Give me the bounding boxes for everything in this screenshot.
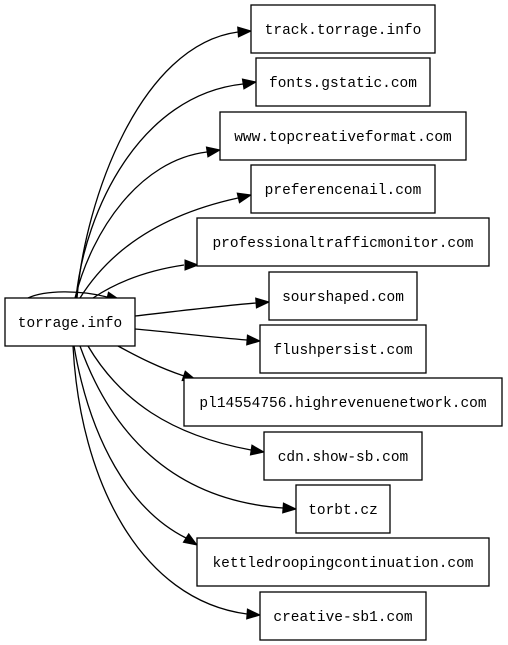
node-box: [259, 324, 427, 374]
node-topcreative: www.topcreativeformat.com: [219, 111, 467, 161]
node-box: [263, 431, 423, 481]
node-label: creative-sb1.com: [273, 610, 412, 626]
node-box: [250, 4, 436, 54]
node-label: preferencenail.com: [265, 183, 422, 199]
graph-nodes: torrage.info track.torrage.info fonts.gsta…: [4, 4, 503, 641]
node-label: torrage.info: [18, 316, 122, 332]
arrowhead-icon: [246, 608, 262, 620]
arrowhead-icon: [249, 444, 266, 456]
edge-line: [73, 345, 187, 539]
node-highrevenue: pl14554756.highrevenuenetwork.com: [183, 377, 503, 427]
node-label: kettledroopingcontinuation.com: [212, 556, 473, 572]
node-torbt: torbt.cz: [295, 484, 391, 534]
node-label: professionaltrafficmonitor.com: [212, 236, 473, 252]
node-box: [259, 591, 427, 641]
node-fonts: fonts.gstatic.com: [255, 57, 431, 107]
edge-highrevenue: [117, 345, 198, 382]
edge-creativesb1: [72, 345, 262, 620]
edge-line: [134, 302, 257, 317]
node-box: [295, 484, 391, 534]
node-label: www.topcreativeformat.com: [234, 130, 452, 146]
arrowhead-icon: [282, 502, 298, 514]
edge-ptm: [92, 259, 200, 299]
node-box: [196, 537, 490, 587]
edge-fonts: [75, 78, 258, 299]
node-track: track.torrage.info: [250, 4, 436, 54]
arrowhead-icon: [255, 297, 271, 309]
edge-preferencenail: [79, 192, 253, 299]
node-showsb: cdn.show-sb.com: [263, 431, 423, 481]
arrowhead-icon: [205, 146, 222, 158]
edge-line: [134, 328, 248, 341]
edge-showsb: [87, 345, 266, 456]
node-label: pl14554756.highrevenuenetwork.com: [199, 396, 486, 412]
arrowhead-icon: [237, 26, 253, 38]
node-box: [268, 271, 418, 321]
node-preferencenail: preferencenail.com: [250, 164, 436, 214]
edge-line: [117, 345, 185, 377]
edge-line: [79, 345, 284, 509]
edge-kettle: [73, 345, 199, 546]
node-label: track.torrage.info: [265, 23, 422, 39]
node-box: [250, 164, 436, 214]
node-label: sourshaped.com: [282, 290, 404, 306]
arrowhead-icon: [246, 334, 262, 346]
node-label: torbt.cz: [308, 503, 378, 519]
node-label: flushpersist.com: [273, 343, 412, 359]
edge-line: [79, 197, 239, 299]
arrowhead-icon: [184, 259, 200, 271]
edge-line: [72, 345, 248, 615]
node-box: [4, 297, 136, 347]
graph-edges: [27, 26, 298, 620]
node-label: fonts.gstatic.com: [269, 76, 417, 92]
edge-line: [74, 151, 208, 299]
node-kettle: kettledroopingcontinuation.com: [196, 537, 490, 587]
edge-line: [27, 291, 108, 299]
arrowhead-icon: [241, 78, 258, 90]
node-box: [196, 217, 490, 267]
edge-sourshaped: [134, 297, 271, 317]
edge-line: [87, 345, 252, 451]
edge-line: [75, 83, 244, 299]
node-box: [255, 57, 431, 107]
edge-torbt: [79, 345, 298, 514]
node-flushpersist: flushpersist.com: [259, 324, 427, 374]
node-torrage: torrage.info: [4, 297, 136, 347]
edge-topcreative: [74, 146, 222, 299]
node-box: [219, 111, 467, 161]
arrowhead-icon: [236, 192, 253, 204]
node-box: [183, 377, 503, 427]
edge-flushpersist: [134, 328, 262, 346]
arrowhead-icon: [182, 532, 199, 546]
node-label: cdn.show-sb.com: [278, 450, 409, 466]
node-sourshaped: sourshaped.com: [268, 271, 418, 321]
node-ptm: professionaltrafficmonitor.com: [196, 217, 490, 267]
node-creativesb1: creative-sb1.com: [259, 591, 427, 641]
edge-line: [92, 264, 185, 299]
